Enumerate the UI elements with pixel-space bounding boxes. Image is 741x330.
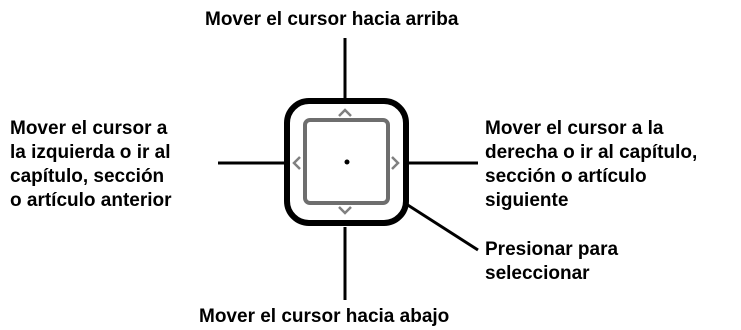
chevron-up-icon[interactable]: [338, 108, 352, 117]
label-line: capítulo, sección: [10, 166, 165, 187]
center-dot-icon: [344, 159, 350, 165]
label-press-select: Presionar para seleccionar: [485, 238, 618, 286]
label-line: Presionar para: [485, 239, 619, 260]
label-line: Mover el cursor hacia abajo: [199, 306, 450, 327]
label-line: derecha o ir al capítulo,: [485, 142, 698, 163]
label-move-down: Mover el cursor hacia abajo: [199, 305, 449, 329]
label-line: Mover el cursor a la: [485, 118, 664, 139]
chevron-left-icon[interactable]: [292, 156, 301, 170]
label-line: o artículo anterior: [10, 190, 172, 211]
label-move-left: Mover el cursor a la izquierda o ir al c…: [10, 117, 172, 213]
label-move-up: Mover el cursor hacia arriba: [205, 8, 458, 32]
chevron-down-icon[interactable]: [338, 206, 352, 215]
label-line: siguiente: [485, 190, 569, 211]
label-line: seleccionar: [485, 263, 590, 284]
label-move-right: Mover el cursor a la derecha o ir al cap…: [485, 117, 697, 213]
label-line: Mover el cursor hacia arriba: [205, 9, 459, 30]
label-line: sección o artículo: [485, 166, 647, 187]
chevron-right-icon[interactable]: [391, 156, 400, 170]
label-line: Mover el cursor a: [10, 118, 168, 139]
label-line: la izquierda o ir al: [10, 142, 171, 163]
